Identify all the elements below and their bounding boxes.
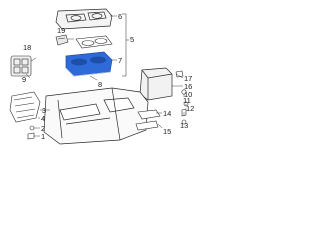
callout-6: 6 xyxy=(118,12,122,21)
leader-lines xyxy=(25,15,187,137)
callout-19: 19 xyxy=(57,26,65,35)
console-top-trim-plate xyxy=(55,8,113,30)
callout-10: 10 xyxy=(184,90,192,99)
console-body xyxy=(43,87,149,145)
callout-9: 9 xyxy=(22,75,26,84)
parts-diagram: 6 5 18 19 7 8 9 17 10 16 11 12 13 3 4 2 … xyxy=(0,0,200,147)
callout-bracket-5 xyxy=(122,13,129,77)
cup-holder-highlighted xyxy=(65,51,113,77)
armrest-lid xyxy=(139,67,173,101)
storage-tray xyxy=(135,109,161,131)
switch-assembly xyxy=(55,34,69,46)
small-cover-module xyxy=(10,55,32,77)
exploded-view-drawing: 6 5 18 19 7 8 9 17 10 16 11 12 13 3 4 2 … xyxy=(9,8,194,145)
callout-8: 8 xyxy=(98,80,102,89)
callout-7: 7 xyxy=(118,56,122,65)
callout-2: 2 xyxy=(41,124,45,133)
callout-16: 16 xyxy=(184,82,192,91)
callout-3: 3 xyxy=(42,106,46,115)
callout-1: 1 xyxy=(41,132,45,141)
callout-17: 17 xyxy=(184,74,192,83)
lid-clip xyxy=(175,70,184,78)
side-bracket xyxy=(9,91,41,123)
callout-18: 18 xyxy=(23,43,31,52)
callout-4: 4 xyxy=(41,114,45,123)
cup-holder-insert xyxy=(75,35,113,49)
callout-15: 15 xyxy=(163,127,171,136)
callout-12: 12 xyxy=(186,104,194,113)
callout-5: 5 xyxy=(130,35,134,44)
callout-14: 14 xyxy=(163,109,171,118)
callout-13: 13 xyxy=(180,121,188,130)
callout-11: 11 xyxy=(183,96,191,105)
clips-left xyxy=(27,125,35,140)
